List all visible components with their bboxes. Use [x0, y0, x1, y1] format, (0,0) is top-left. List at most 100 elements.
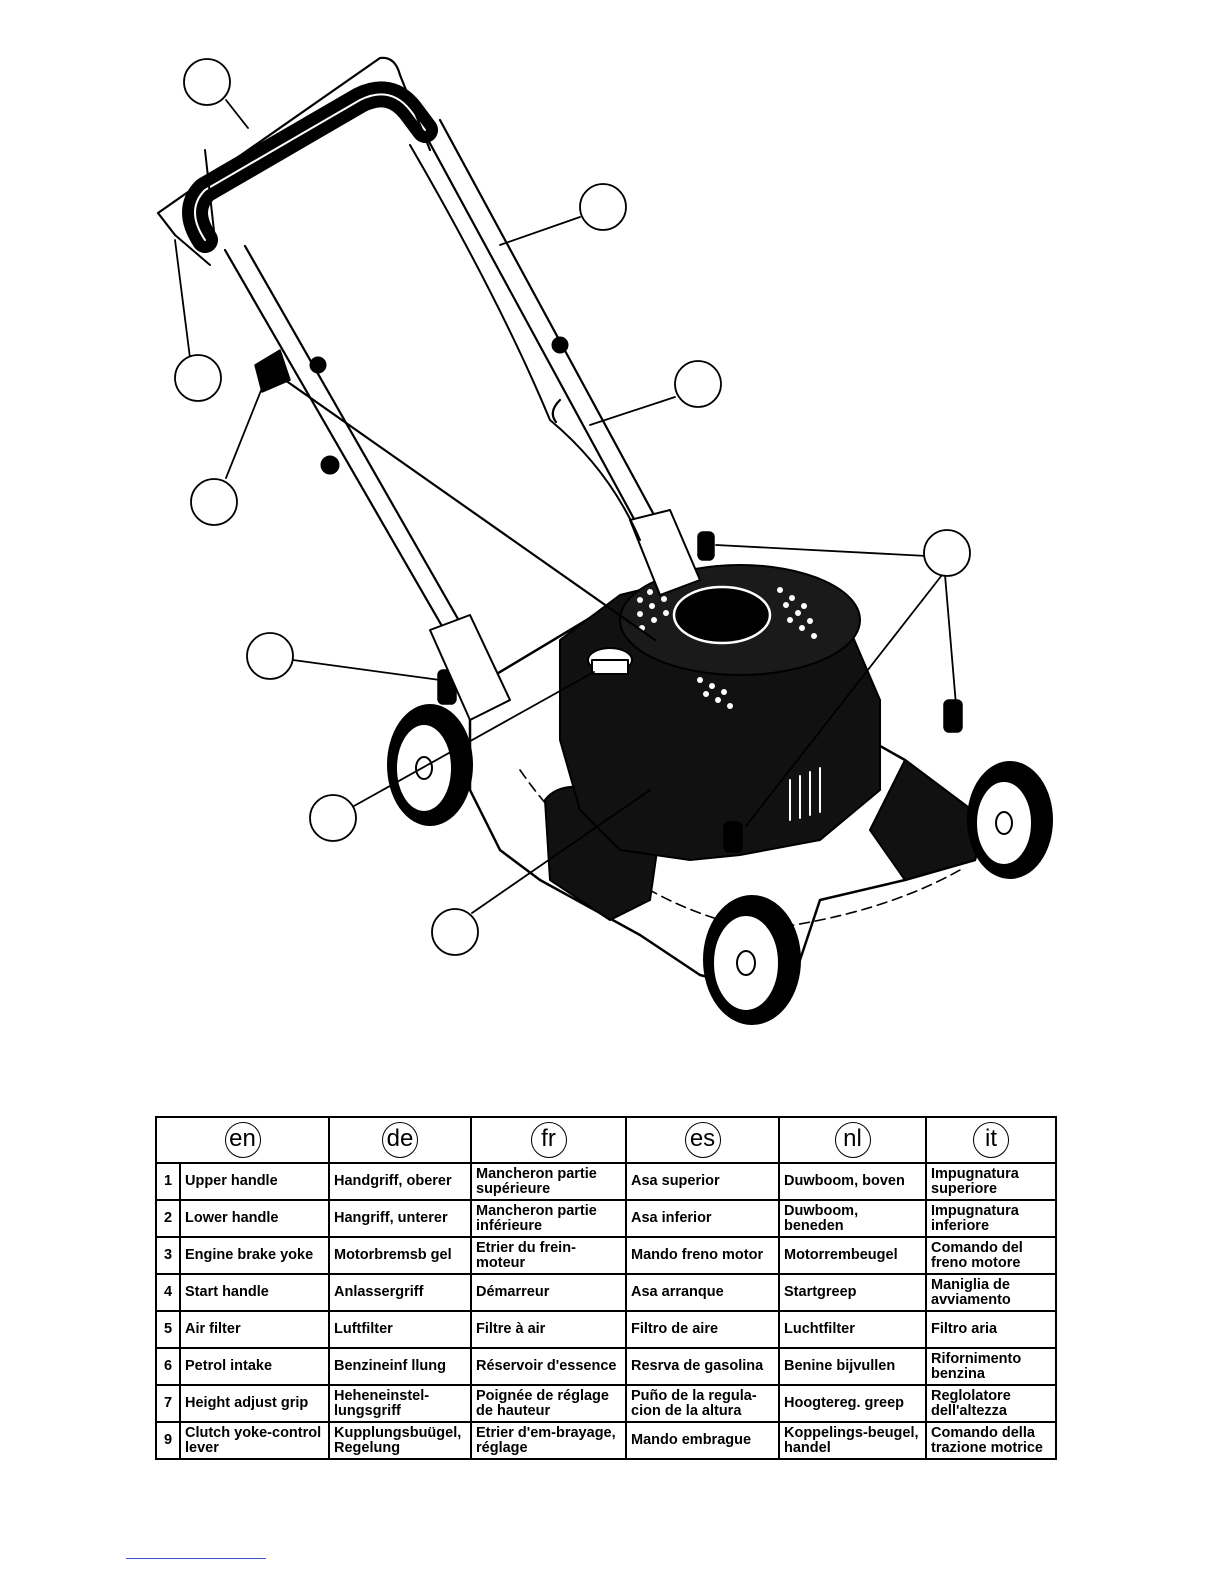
lever-top	[697, 531, 715, 561]
part-name-en: Start handle	[179, 1273, 330, 1312]
callout-lines	[174, 99, 957, 914]
part-name-nl: Koppelings-beugel, handel	[778, 1421, 927, 1460]
part-name-en: Air filter	[179, 1310, 330, 1349]
part-number: 6	[155, 1347, 181, 1386]
part-number: 1	[155, 1162, 181, 1201]
part-name-it: Impugnatura superiore	[925, 1162, 1057, 1201]
callout-circle	[674, 360, 722, 408]
part-name-es: Asa superior	[625, 1162, 780, 1201]
language-header: es	[625, 1116, 780, 1164]
part-name-nl: Motorrembeugel	[778, 1236, 927, 1275]
callout-circle	[190, 478, 238, 526]
part-name-fr: Démarreur	[470, 1273, 627, 1312]
parts-table: en de fr es nl it 1 Upper handle Handgri…	[155, 1116, 1057, 1460]
part-name-de: Heheneinstel-lungsgriff	[328, 1384, 472, 1423]
part-name-de: Handgriff, oberer	[328, 1162, 472, 1201]
table-row: 6 Petrol intake Benzineinf llung Réservo…	[155, 1347, 1057, 1386]
control-cable	[283, 378, 657, 642]
callout-circles	[174, 58, 971, 956]
height-lever-rear-right	[943, 699, 963, 733]
part-name-es: Puño de la regula-cion de la altura	[625, 1384, 780, 1423]
language-header-row: en de fr es nl it	[155, 1116, 1057, 1164]
table-row: 9 Clutch yoke-control lever Kupplungsbuü…	[155, 1421, 1057, 1460]
callout-circle	[923, 529, 971, 577]
front-wheel	[703, 895, 801, 1025]
part-name-es: Asa inferior	[625, 1199, 780, 1238]
part-number: 2	[155, 1199, 181, 1238]
handle-knob-left	[254, 349, 291, 393]
table-row: 7 Height adjust grip Heheneinstel-lungsg…	[155, 1384, 1057, 1423]
language-code: nl	[834, 1122, 871, 1158]
lower-handle-right	[418, 118, 662, 532]
language-header: fr	[470, 1116, 627, 1164]
language-header: nl	[778, 1116, 927, 1164]
language-code: fr	[530, 1122, 567, 1158]
lower-handle-left	[223, 244, 472, 642]
part-name-en: Lower handle	[179, 1199, 330, 1238]
cooling-fins	[789, 767, 821, 821]
callout-circle	[579, 183, 627, 231]
handle-bracket-left	[429, 614, 511, 721]
callout-circle	[174, 354, 222, 402]
part-name-en: Clutch yoke-control lever	[179, 1421, 330, 1460]
part-name-nl: Luchtfilter	[778, 1310, 927, 1349]
lawn-mower-diagram	[156, 56, 1053, 1025]
part-name-de: Luftfilter	[328, 1310, 472, 1349]
part-name-de: Benzineinf llung	[328, 1347, 472, 1386]
part-name-it: Maniglia de avviamento	[925, 1273, 1057, 1312]
part-name-nl: Startgreep	[778, 1273, 927, 1312]
language-code: de	[382, 1122, 418, 1158]
height-lever-front	[723, 821, 743, 853]
part-name-fr: Mancheron partie inférieure	[470, 1199, 627, 1238]
part-name-de: Anlassergriff	[328, 1273, 472, 1312]
part-number: 4	[155, 1273, 181, 1312]
part-name-nl: Duwboom, boven	[778, 1162, 927, 1201]
part-name-it: Reglolatore dell'altezza	[925, 1384, 1057, 1423]
callout-circle	[246, 632, 294, 680]
part-name-en: Upper handle	[179, 1162, 330, 1201]
part-name-de: Kupplungsbuügel, Regelung	[328, 1421, 472, 1460]
part-name-fr: Filtre à air	[470, 1310, 627, 1349]
language-header: en	[155, 1116, 330, 1164]
part-name-de: Hangriff, unterer	[328, 1199, 472, 1238]
part-name-en: Petrol intake	[179, 1347, 330, 1386]
part-name-nl: Benine bijvullen	[778, 1347, 927, 1386]
part-name-es: Mando embrague	[625, 1421, 780, 1460]
language-code: en	[224, 1122, 261, 1158]
language-header: de	[328, 1116, 472, 1164]
language-header: it	[925, 1116, 1057, 1164]
rear-right-wheel	[967, 761, 1053, 879]
part-name-es: Filtro de aire	[625, 1310, 780, 1349]
callout-circle	[309, 794, 357, 842]
part-number: 7	[155, 1384, 181, 1423]
part-name-fr: Etrier d'em-brayage, réglage	[470, 1421, 627, 1460]
part-name-en: Engine brake yoke	[179, 1236, 330, 1275]
part-number: 3	[155, 1236, 181, 1275]
part-name-fr: Etrier du frein-moteur	[470, 1236, 627, 1275]
table-row: 2 Lower handle Hangriff, unterer Mancher…	[155, 1199, 1057, 1238]
part-name-de: Motorbremsb gel	[328, 1236, 472, 1275]
handle-bracket-right	[629, 509, 701, 596]
engine-brake-yoke-wire	[156, 56, 432, 237]
callout-circle	[183, 58, 231, 106]
part-number: 9	[155, 1421, 181, 1460]
table-row: 5 Air filter Luftfilter Filtre à air Fil…	[155, 1310, 1057, 1349]
part-name-nl: Hoogtereg. greep	[778, 1384, 927, 1423]
table-row: 1 Upper handle Handgriff, oberer Mancher…	[155, 1162, 1057, 1201]
part-name-en: Height adjust grip	[179, 1384, 330, 1423]
language-code: es	[684, 1122, 721, 1158]
part-name-nl: Duwboom, beneden	[778, 1199, 927, 1238]
part-name-es: Resrva de gasolina	[625, 1347, 780, 1386]
part-name-fr: Mancheron partie supérieure	[470, 1162, 627, 1201]
callout-circle	[431, 908, 479, 956]
upper-handle	[182, 81, 438, 253]
table-row: 4 Start handle Anlassergriff Démarreur A…	[155, 1273, 1057, 1312]
rear-left-wheel	[387, 704, 473, 826]
footer-rule	[126, 1558, 266, 1559]
part-name-it: Impugnatura inferiore	[925, 1199, 1057, 1238]
part-name-it: Filtro aria	[925, 1310, 1057, 1349]
part-name-it: Rifornimento benzina	[925, 1347, 1057, 1386]
start-rope	[551, 398, 562, 424]
part-number: 5	[155, 1310, 181, 1349]
part-name-it: Comando della trazione motrice	[925, 1421, 1057, 1460]
